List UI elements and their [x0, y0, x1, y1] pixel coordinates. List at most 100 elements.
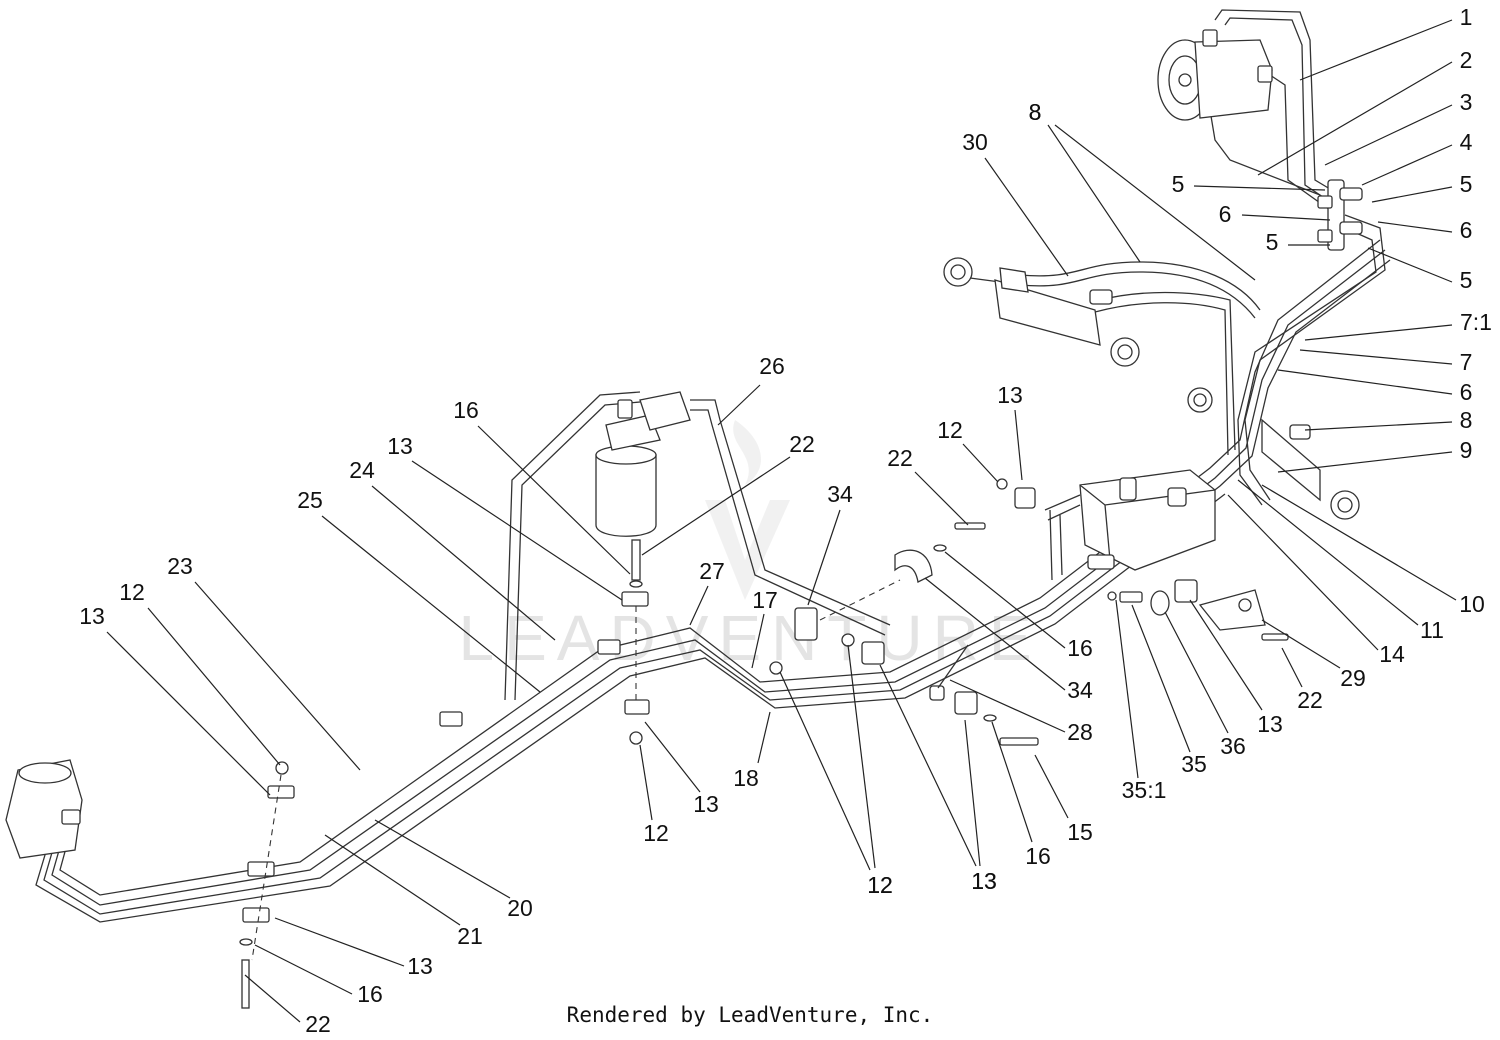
tube-cylinder-lines	[1019, 261, 1261, 456]
callout-number: 16	[453, 397, 479, 423]
callout-number: 22	[305, 1011, 331, 1037]
callout-number: 13	[407, 953, 433, 979]
leader-line	[1277, 451, 1453, 473]
leader-line	[106, 631, 271, 796]
leader-line	[807, 509, 841, 606]
leader-line	[477, 425, 631, 575]
callout-c15: 15	[1034, 754, 1093, 845]
callout-number: 29	[1340, 665, 1366, 691]
callout-number: 34	[1067, 677, 1093, 703]
leader-line	[244, 974, 301, 1023]
callout-number: 22	[1297, 687, 1323, 713]
callout-c5a: 5	[1172, 171, 1326, 197]
callout-number: 24	[349, 457, 375, 483]
callout-c7: 7	[1299, 349, 1473, 375]
leader-line	[1054, 124, 1256, 281]
callout-number: 18	[733, 765, 759, 791]
callout-number: 6	[1219, 201, 1232, 227]
callout-c9: 9	[1277, 437, 1473, 473]
callout-c16a: 16	[453, 397, 631, 575]
leader-line	[1371, 186, 1453, 203]
tube-pump-lines	[1209, 9, 1386, 506]
leader-line	[914, 471, 969, 526]
leader-line	[1261, 484, 1457, 601]
callout-c13a: 13	[997, 382, 1023, 481]
callout-number: 23	[167, 553, 193, 579]
clamp-stack-rear	[769, 478, 1039, 746]
leader-line	[1261, 619, 1341, 669]
leader-line	[1304, 324, 1453, 341]
callout-number: 13	[971, 868, 997, 894]
leader-line	[924, 577, 1066, 691]
callout-c35: 35	[1131, 604, 1207, 777]
callout-number: 13	[1257, 711, 1283, 737]
callout-c4: 4	[1361, 129, 1473, 186]
steering-control-unit	[5, 759, 83, 859]
leader-line	[984, 157, 1069, 277]
footer-credit: Rendered by LeadVenture, Inc.	[0, 1003, 1500, 1027]
callout-number: 35:1	[1122, 777, 1167, 803]
leader-line	[991, 721, 1033, 843]
callout-c17: 17	[751, 587, 778, 669]
clamp-stack-mid	[439, 539, 650, 745]
callout-c16d: 16	[254, 944, 383, 1007]
callout-c5c: 5	[1266, 229, 1330, 255]
clamp-stack-front	[239, 761, 295, 1009]
leader-line	[1361, 144, 1453, 186]
leader-line	[1367, 247, 1453, 283]
callout-c12a: 12	[937, 417, 999, 483]
leader-line	[1193, 185, 1326, 191]
callout-number: 8	[1460, 407, 1473, 433]
callout-number: 14	[1379, 641, 1405, 667]
callout-c22c: 22	[1281, 647, 1323, 713]
callout-c6c: 6	[1277, 369, 1473, 405]
tube-bundle-main	[35, 239, 1391, 923]
callout-c20: 20	[374, 819, 533, 921]
leader-line	[779, 671, 871, 871]
callout-c13c: 13	[79, 603, 271, 796]
leader-line	[879, 664, 977, 867]
leader-line	[254, 944, 353, 995]
leader-line	[1299, 19, 1453, 81]
leader-line	[751, 613, 765, 669]
callout-number: 12	[937, 417, 963, 443]
leader-line	[1131, 604, 1191, 753]
callout-c5b: 5	[1371, 171, 1472, 203]
leader-line	[147, 607, 281, 766]
leader-line	[689, 585, 709, 626]
callout-c13h: 13	[274, 917, 433, 979]
callout-c12d: 12	[779, 671, 893, 898]
callout-c27: 27	[689, 558, 725, 626]
callout-number: 35	[1181, 751, 1207, 777]
leader-line	[944, 551, 1066, 649]
callout-c22d: 22	[244, 974, 331, 1037]
callout-number: 28	[1067, 719, 1093, 745]
callout-number: 20	[507, 895, 533, 921]
callout-number: 26	[759, 353, 785, 379]
callout-number: 12	[867, 872, 893, 898]
callout-c18: 18	[733, 711, 771, 791]
callout-c26: 26	[717, 353, 785, 426]
callout-number: 13	[997, 382, 1023, 408]
leader-line	[1237, 479, 1419, 626]
callout-number: 9	[1460, 437, 1473, 463]
leader-line	[1241, 214, 1331, 221]
callout-c8a: 8	[1304, 407, 1473, 433]
callout-c13e: 13	[879, 664, 997, 894]
callout-number: 12	[119, 579, 145, 605]
callout-c34b: 34	[924, 577, 1093, 703]
callout-number: 7	[1460, 349, 1473, 375]
callout-number: 10	[1459, 591, 1485, 617]
callout-number: 15	[1067, 819, 1093, 845]
callout-number: 6	[1460, 379, 1473, 405]
callout-number: 5	[1172, 171, 1185, 197]
leader-line	[1227, 494, 1379, 651]
leader-line	[1189, 599, 1263, 711]
callout-c8b: 8	[1029, 99, 1141, 263]
leader-line	[847, 644, 876, 869]
leader-line	[644, 721, 701, 793]
callout-number: 1	[1460, 4, 1473, 30]
leader-line	[321, 515, 541, 693]
callout-c36: 36	[1164, 611, 1246, 759]
